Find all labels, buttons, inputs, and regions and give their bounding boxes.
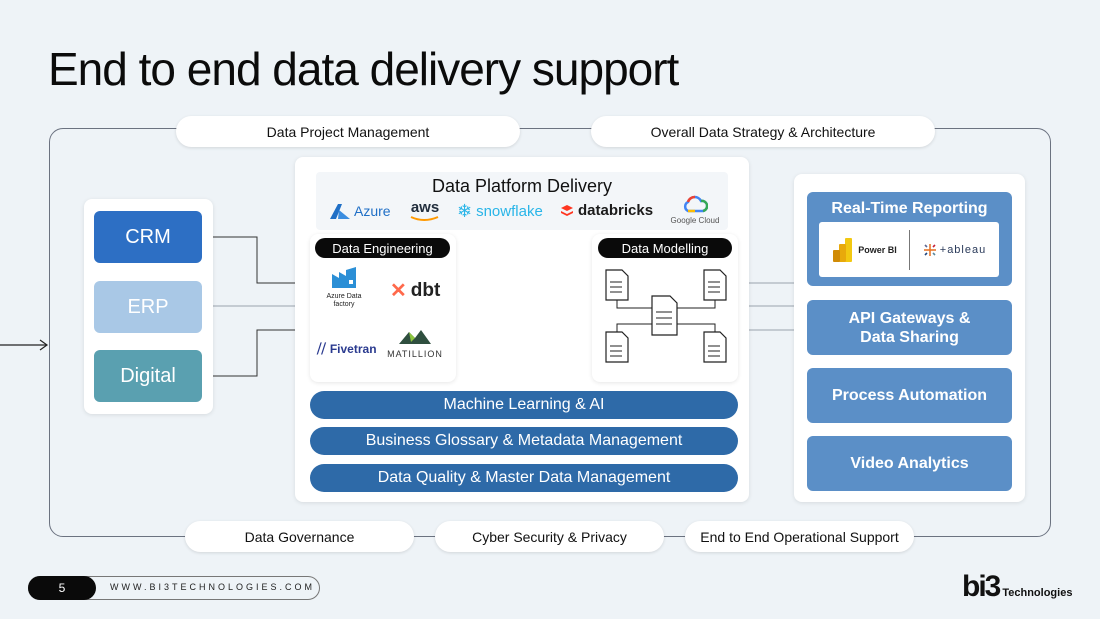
platform-title: Data Platform Delivery xyxy=(431,176,613,196)
databricks-icon xyxy=(561,204,573,216)
aws-smile-icon xyxy=(410,216,439,221)
factory-icon xyxy=(332,267,356,288)
data-engineering-box xyxy=(310,234,456,382)
source-erp: ERP xyxy=(94,281,202,333)
google-cloud-icon xyxy=(683,195,709,213)
pill-cyber-security: Cyber Security & Privacy xyxy=(435,521,664,552)
output-video-analytics: Video Analytics xyxy=(807,436,1012,491)
output-process-automation: Process Automation xyxy=(807,368,1012,423)
clouds-panel xyxy=(316,172,728,230)
fivetran-logo: ⧸⧸ Fivetran xyxy=(317,341,377,356)
power-bi-logo: Power BI xyxy=(819,237,909,263)
matillion-icon xyxy=(399,330,431,344)
source-crm: CRM xyxy=(94,211,202,263)
tableau-logo: +ableau xyxy=(910,243,999,257)
footer-url[interactable]: WWW.BI3TECHNOLOGIES.COM xyxy=(110,582,316,592)
tableau-icon xyxy=(923,243,936,256)
band-machine-learning: Machine Learning & AI xyxy=(310,391,738,419)
data-model-diagram-icon xyxy=(605,269,727,363)
incoming-arrow-icon xyxy=(0,339,49,351)
band-business-glossary: Business Glossary & Metadata Management xyxy=(310,427,738,455)
azure-icon xyxy=(330,203,350,219)
databricks-logo: databricks xyxy=(560,202,653,219)
azure-data-factory-logo: Azure Data factory xyxy=(316,266,372,309)
page-number: 5 xyxy=(28,576,96,600)
band-data-quality: Data Quality & Master Data Management xyxy=(310,464,738,492)
aws-logo: aws xyxy=(410,199,440,222)
data-modelling-tag: Data Modelling xyxy=(598,238,732,258)
matillion-logo: MATILLION xyxy=(385,328,445,359)
azure-logo: Azure xyxy=(330,203,391,219)
reporting-tools-panel: Power BI +ableau xyxy=(819,222,999,277)
pill-data-project-management: Data Project Management xyxy=(176,116,520,147)
pill-operational-support: End to End Operational Support xyxy=(685,521,914,552)
brand-name: Technologies xyxy=(1002,587,1073,599)
reporting-divider xyxy=(909,229,910,270)
dbt-icon: ✕ xyxy=(390,280,407,302)
output-api-gateways: API Gateways & Data Sharing xyxy=(807,300,1012,355)
power-bi-icon xyxy=(833,237,853,262)
snowflake-logo: ❄ snowflake xyxy=(457,201,543,221)
pill-data-strategy: Overall Data Strategy & Architecture xyxy=(591,116,935,147)
dbt-logo: ✕ dbt xyxy=(390,279,441,303)
page-title: End to end data delivery support xyxy=(48,43,679,95)
fivetran-icon: ⧸⧸ xyxy=(317,341,326,356)
data-engineering-tag: Data Engineering xyxy=(315,238,450,258)
brand-mark: bi3 xyxy=(962,570,1001,603)
snowflake-icon: ❄ xyxy=(457,201,473,221)
brand-logo: bi3 Technologies xyxy=(962,572,1072,602)
google-cloud-logo: Google Cloud xyxy=(668,195,722,225)
source-digital: Digital xyxy=(94,350,202,402)
pill-data-governance: Data Governance xyxy=(185,521,414,552)
